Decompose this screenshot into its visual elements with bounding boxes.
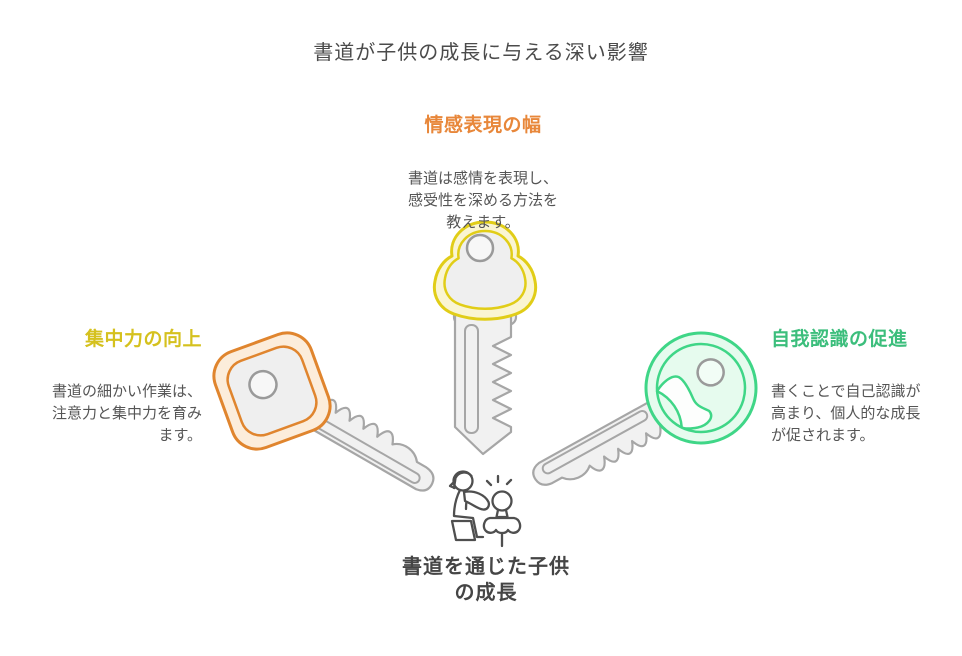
center-label: 書道を通じた子供 の成長 <box>402 556 570 604</box>
child-head <box>491 490 513 512</box>
key-hole <box>696 358 725 387</box>
branch-top-body: 書道は感情を表現し、 感受性を深める方法を 教えます。 <box>407 170 558 231</box>
key-notch <box>655 375 713 430</box>
branch-right: 自我認識の促進 書くことで自己認識が 高まり、個人的な成長 が促されます。 <box>771 306 962 465</box>
sparkle-icon <box>485 474 513 487</box>
child-shoulders <box>482 516 522 535</box>
square-key-icon <box>212 331 435 492</box>
stool <box>450 519 477 542</box>
branch-right-heading: 自我認識の促進 <box>771 329 908 350</box>
branch-left: 集中力の向上 書道の細かい作業は、 注意力と集中力を育み ます。 <box>0 306 202 465</box>
diagram-title: 書道が子供の成長に与える深い影響 <box>313 42 649 64</box>
key-hole <box>248 369 278 400</box>
round-key-icon <box>532 331 758 486</box>
cloud-key-icon <box>432 220 538 456</box>
teacher-and-child-icon <box>448 470 522 548</box>
branch-top-heading: 情感表現の幅 <box>424 115 542 136</box>
ponytail <box>448 479 457 490</box>
branch-right-body: 書くことで自己認識が 高まり、個人的な成長 が促されます。 <box>771 383 921 444</box>
branch-left-body: 書道の細かい作業は、 注意力と集中力を育み ます。 <box>51 383 202 444</box>
branch-top: 情感表現の幅 書道は感情を表現し、 感受性を深める方法を 教えます。 <box>333 92 633 252</box>
key-hole <box>465 233 495 263</box>
branch-left-heading: 集中力の向上 <box>84 329 202 350</box>
